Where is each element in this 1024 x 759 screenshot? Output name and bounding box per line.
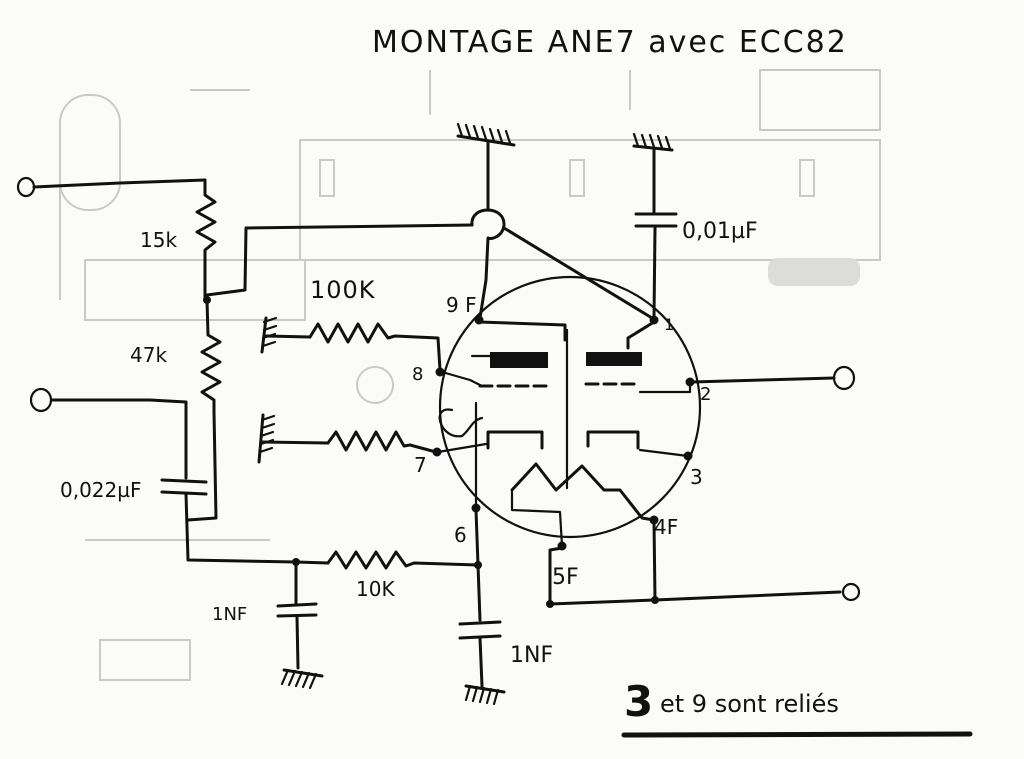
tube-ecc82-envelope <box>438 275 702 539</box>
wire-crossover-loop <box>470 208 506 320</box>
input-terminal-top[interactable] <box>16 176 36 198</box>
wire-heater-pin4 <box>652 520 657 602</box>
capacitor-1nf-left <box>276 602 318 618</box>
capacitor-1nf-right <box>458 620 502 640</box>
footnote-underline <box>621 731 973 738</box>
pin-label-1: 1 <box>664 315 674 334</box>
footnote-highlight: 3 <box>624 677 653 726</box>
pin-3-node <box>683 451 693 461</box>
label-r-10k: 10K <box>356 577 395 601</box>
capacitor-0022uf <box>160 478 208 496</box>
junction-heater <box>651 596 659 604</box>
resistor-100k <box>308 322 442 372</box>
pin-label-4f: 4F <box>654 515 678 539</box>
footnote-text: et 9 sont reliés <box>660 690 839 718</box>
output-terminal-right[interactable] <box>832 365 856 391</box>
junction-heater-left <box>546 600 554 608</box>
label-r-47k: 47k <box>130 343 167 367</box>
ground-symbol-pin7 <box>257 413 276 464</box>
wire-input-top <box>32 178 207 189</box>
pin-label-8: 8 <box>412 364 423 385</box>
pin-label-7: 7 <box>414 453 427 477</box>
wire-47k-down <box>186 410 218 522</box>
wire-1nf-left-ground <box>295 614 300 670</box>
pin-label-6: 6 <box>454 523 467 547</box>
tube-right-triode <box>565 320 692 490</box>
wire-pin2-output <box>690 376 836 384</box>
ground-symbol-bottom-left <box>280 668 324 690</box>
wire-to-10k <box>294 560 330 565</box>
resistor-15k <box>195 178 217 302</box>
wire-c001-to-pin1 <box>652 226 657 320</box>
wire-divider-to-grid9 <box>205 223 474 297</box>
pin-2-node <box>685 377 695 387</box>
resistor-10k <box>326 550 480 570</box>
wire-input-left <box>50 398 188 480</box>
wire-pin7-resistor-left <box>260 440 330 445</box>
resistor-47k <box>200 298 222 414</box>
ground-symbol-grid8 <box>260 316 278 354</box>
wire-heater-pin5 <box>548 546 564 606</box>
pin-label-3: 3 <box>690 465 703 489</box>
background-ghost-drawing <box>59 69 881 681</box>
wire-cap-to-cathode-line <box>184 492 298 564</box>
wire-100k-left <box>264 334 312 339</box>
label-r-100k: 100K <box>310 276 376 304</box>
label-r-15k: 15k <box>140 228 177 252</box>
label-c-0022uf: 0,022µF <box>60 478 141 502</box>
diagram-title: MONTAGE ANE7 avec ECC82 <box>372 25 848 60</box>
capacitor-001uf <box>634 212 678 228</box>
footnote: 3 et 9 sont reliés <box>621 677 973 738</box>
resistor-pin7 <box>326 430 438 454</box>
pin-label-9f: 9 F <box>446 293 477 317</box>
pin-8-node <box>435 367 445 377</box>
tube-left-triode <box>436 320 567 512</box>
ground-symbol-bottom-center <box>464 684 506 706</box>
label-c-1nf-left: 1NF <box>212 604 247 625</box>
ground-symbol-top-left <box>456 122 516 147</box>
pin-6-node <box>471 503 481 513</box>
pin-4-node <box>649 515 659 525</box>
label-c-1nf-right: 1NF <box>510 643 553 668</box>
junction-10k-pin6 <box>474 561 482 569</box>
pin-label-2: 2 <box>700 384 711 405</box>
tube-heater <box>510 462 656 548</box>
heater-terminal[interactable] <box>841 582 861 602</box>
wire-heater-to-terminal <box>548 590 842 606</box>
label-c-001uf: 0,01µF <box>682 219 758 244</box>
ground-symbol-top-right <box>632 132 674 152</box>
pin-label-5f: 5F <box>552 565 579 590</box>
input-terminal-left[interactable] <box>29 387 53 413</box>
wire-1nf-right-ground <box>478 636 484 688</box>
wire-crossover-to-pin1 <box>502 226 654 320</box>
